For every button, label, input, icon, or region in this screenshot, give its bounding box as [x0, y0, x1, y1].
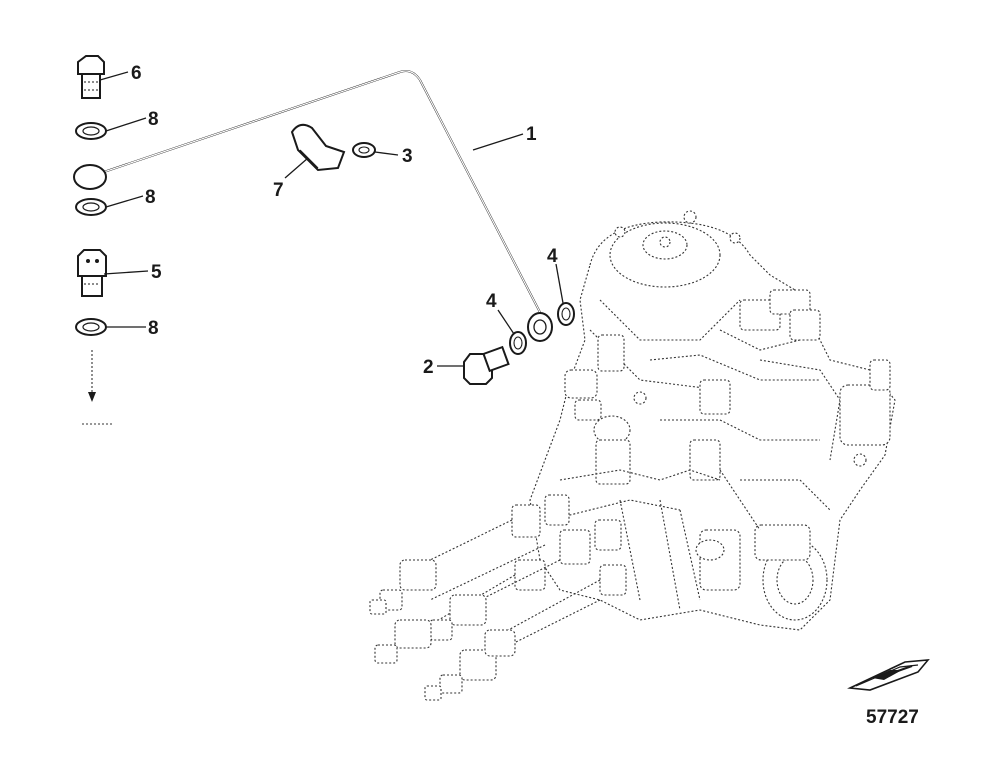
leader-lines: [99, 71, 564, 367]
callout-8-bottom: 8: [148, 318, 159, 339]
boat-icon: [847, 659, 930, 691]
clamp-7: [290, 123, 346, 172]
callout-5: 5: [151, 262, 162, 283]
injection-pump: [369, 210, 896, 701]
callout-7: 7: [273, 180, 284, 201]
callout-2: 2: [423, 357, 434, 378]
washer-4-right: [557, 302, 575, 326]
banjo-bolt-6: [77, 55, 105, 99]
washer-4-left: [509, 331, 527, 355]
callout-6: 6: [131, 63, 142, 84]
washer-8-bottom: [75, 318, 107, 336]
callout-4-right: 4: [547, 246, 558, 267]
fuel-line: [73, 70, 553, 342]
banjo-bolt-2: [463, 345, 510, 385]
washer-8-middle: [75, 198, 107, 216]
fitting-5: [77, 249, 107, 297]
assembly-axis-line: [82, 350, 112, 425]
callout-8-top: 8: [148, 109, 159, 130]
callout-3: 3: [402, 146, 413, 167]
callout-8-middle: 8: [145, 187, 156, 208]
callout-4-left: 4: [486, 291, 497, 312]
washer-3: [352, 142, 376, 158]
figure-number: 57727: [866, 707, 919, 728]
callout-1: 1: [526, 124, 537, 145]
washer-8-top: [75, 122, 107, 140]
callouts: 6 8 8 5 8 7 3 1 2 4 4: [131, 63, 558, 378]
